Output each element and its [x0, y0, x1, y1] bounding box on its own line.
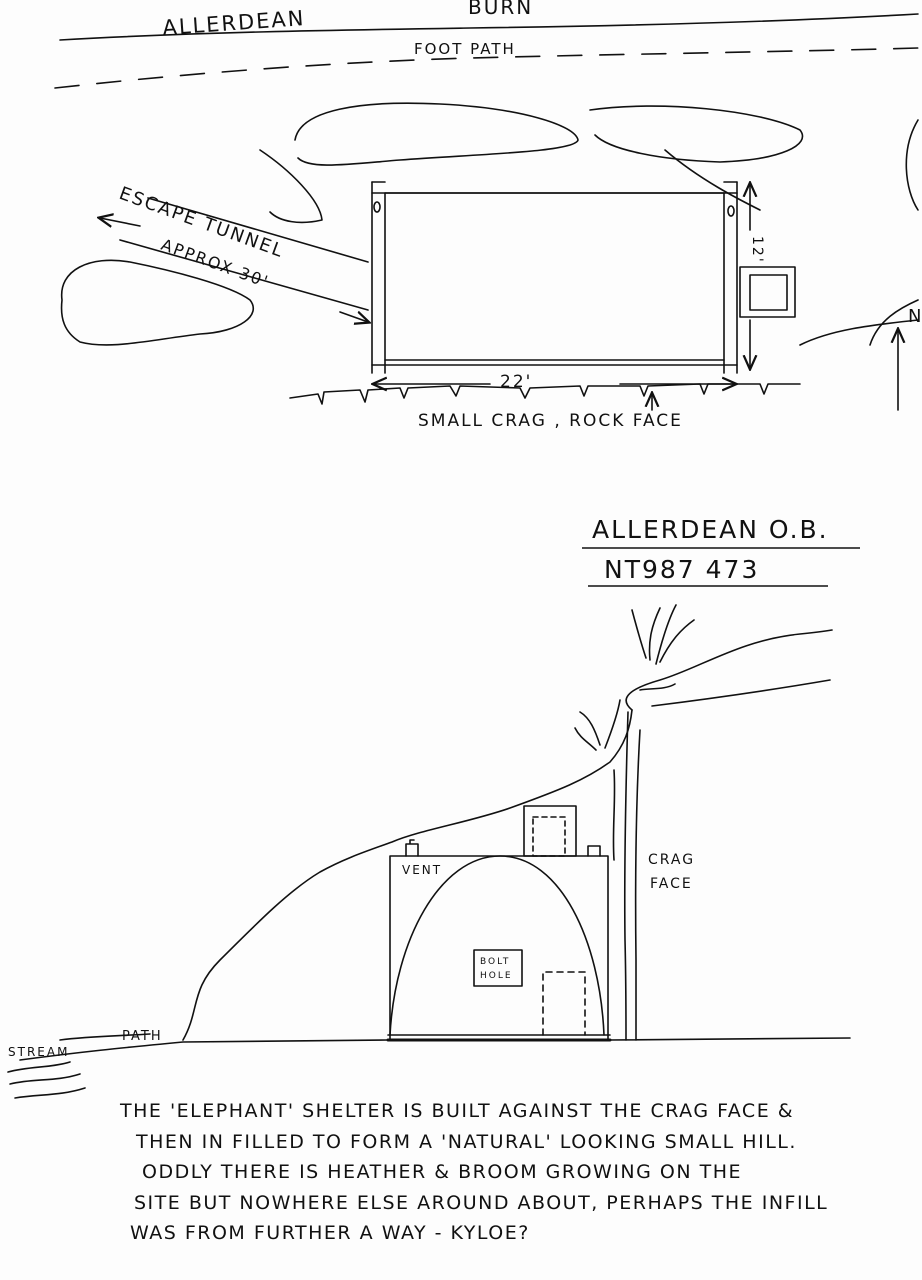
note-line: ODDLY THERE IS HEATHER & BROOM GROWING O…: [142, 1161, 743, 1183]
shelter-plan: [371, 192, 738, 366]
footpath-line: [54, 47, 919, 89]
boulder-left: [294, 102, 579, 166]
site-name: ALLERDEAN O.B.: [592, 515, 829, 544]
ground-line: [19, 1037, 851, 1061]
crag-face: [623, 711, 629, 1041]
crag-line: [289, 383, 801, 405]
boulder-mid: [259, 149, 323, 224]
boulder-right: [589, 105, 804, 163]
tunnel-line-bottom: [119, 239, 369, 311]
vent-right: [587, 845, 601, 857]
depth-dimension: 12': [749, 236, 765, 264]
burn-label-1: ALLERDEAN: [162, 6, 306, 40]
scrub: [631, 604, 695, 665]
bolt-hole-box: [473, 949, 523, 987]
crag-label: SMALL CRAG , ROCK FACE: [418, 411, 683, 431]
vent-label: VENT: [402, 863, 442, 877]
width-dimension: 22': [500, 372, 532, 392]
grid-reference: NT987 473: [604, 555, 759, 584]
tunnel-line-top: [147, 197, 369, 263]
exit-box: [739, 266, 796, 318]
north-label: N: [908, 306, 922, 327]
dashed-door: [542, 971, 586, 1036]
stream-label: STREAM: [8, 1045, 69, 1059]
bolt-hole-line2: HOLE: [480, 971, 513, 981]
note-line: WAS FROM FURTHER A WAY - KYLOE?: [130, 1222, 530, 1244]
footpath-label: FOOT PATH: [414, 40, 516, 58]
elephant-arch: [389, 855, 605, 1036]
note-line: SITE BUT NOWHERE ELSE AROUND ABOUT, PERH…: [134, 1191, 829, 1214]
handwritten-note: THE 'ELEPHANT' SHELTER IS BUILT AGAINST …: [120, 1096, 920, 1249]
mound-outline: [182, 709, 633, 1041]
bolt-hole-line1: BOLT: [480, 957, 510, 967]
stream-waves: [7, 1061, 86, 1099]
note-line: THEN IN FILLED TO FORM A 'NATURAL' LOOKI…: [136, 1130, 797, 1153]
crag-face-line2: FACE: [650, 876, 693, 892]
ground-right: [799, 319, 919, 346]
top-block: [523, 805, 577, 857]
crag-face-line1: CRAG: [648, 852, 695, 868]
note-line: THE 'ELEPHANT' SHELTER IS BUILT AGAINST …: [120, 1100, 795, 1122]
path-label: PATH: [122, 1029, 163, 1044]
burn-line: [59, 13, 919, 41]
shelter-elevation: [389, 855, 609, 1041]
boulder-right-2: [664, 149, 761, 211]
crag-overhang: [625, 629, 833, 711]
burn-label-2: BURN: [468, 0, 533, 19]
vent-left: [405, 839, 419, 857]
bank-right: [905, 119, 919, 211]
boulder-far-left: [60, 259, 255, 346]
